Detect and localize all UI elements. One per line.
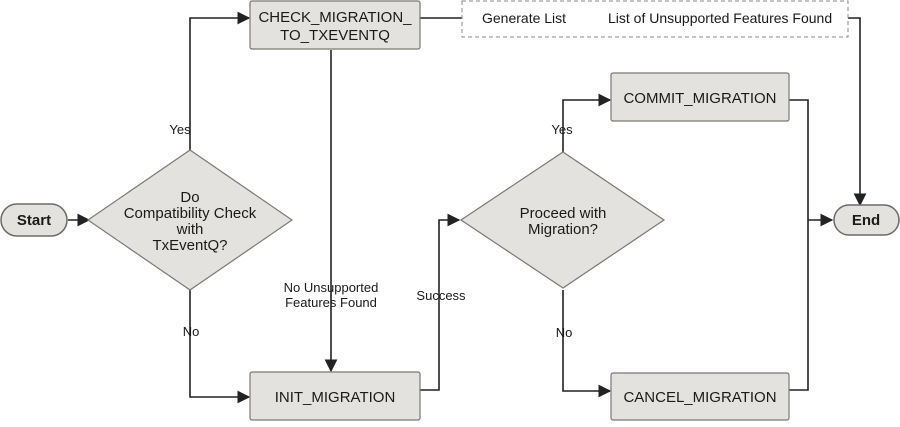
edge-label-yes-top: Yes — [169, 122, 191, 137]
start-shape — [0, 203, 68, 237]
edge-labels: Yes No No Unsupported Features Found Suc… — [169, 122, 573, 340]
start-label: Start — [17, 212, 51, 229]
check-migration-line-1: CHECK_MIGRATION_ — [258, 9, 412, 26]
compatibility-decision[interactable]: Do Compatibility Check with TxEventQ? — [86, 149, 294, 291]
proceed-decision[interactable]: Proceed with Migration? — [459, 151, 666, 289]
note-unsupported-features: List of Unsupported Features Found — [608, 10, 832, 26]
edge-compat-no-to-init — [189, 290, 251, 404]
init-migration-box — [249, 371, 421, 421]
edge-label-no-bottom: No — [183, 324, 200, 339]
edge-proceed-no-to-cancel — [562, 290, 612, 398]
compat-line-2: Compatibility Check — [124, 205, 257, 222]
check-migration-node[interactable]: CHECK_MIGRATION_ TO_TXEVENTQ — [249, 0, 421, 50]
compat-line-3: with — [176, 221, 204, 238]
cancel-migration-box — [610, 372, 790, 421]
check-migration-box — [249, 0, 421, 50]
edge-label-no-unsupported-2: Features Found — [285, 295, 377, 310]
edge-proceed-yes-to-commit — [562, 93, 612, 152]
cancel-migration-node[interactable]: CANCEL_MIGRATION — [610, 372, 790, 421]
edge-label-no-unsupported-1: No Unsupported — [284, 280, 379, 295]
init-migration-node[interactable]: INIT_MIGRATION — [249, 371, 421, 421]
edge-commit-cancel-merge — [789, 99, 809, 391]
proceed-line-2: Migration? — [528, 221, 598, 238]
edge-init-to-proceed — [420, 213, 461, 391]
check-migration-line-2: TO_TXEVENTQ — [280, 27, 390, 44]
commit-migration-box — [610, 72, 790, 122]
start-node[interactable]: Start — [0, 203, 68, 237]
proceed-line-1: Proceed with — [520, 205, 607, 222]
cancel-migration-label: CANCEL_MIGRATION — [623, 389, 776, 406]
edge-label-success: Success — [416, 288, 466, 303]
unsupported-features-note — [461, 0, 849, 38]
edge-compat-yes-to-check — [189, 11, 251, 150]
init-migration-label: INIT_MIGRATION — [275, 389, 396, 406]
end-label: End — [852, 212, 880, 229]
edge-note-to-end — [848, 17, 867, 207]
compat-line-4: TxEventQ? — [152, 237, 227, 254]
end-shape — [833, 204, 900, 236]
edge-label-no-cancel: No — [556, 325, 573, 340]
edge-label-yes-commit: Yes — [551, 122, 573, 137]
proceed-diamond — [459, 151, 666, 289]
compat-line-1: Do — [180, 189, 199, 206]
note-generate-list: Generate List — [482, 10, 566, 26]
end-node[interactable]: End — [833, 204, 900, 236]
commit-migration-label: COMMIT_MIGRATION — [623, 90, 776, 107]
commit-migration-node[interactable]: COMMIT_MIGRATION — [610, 72, 790, 122]
compatibility-diamond — [86, 149, 294, 291]
